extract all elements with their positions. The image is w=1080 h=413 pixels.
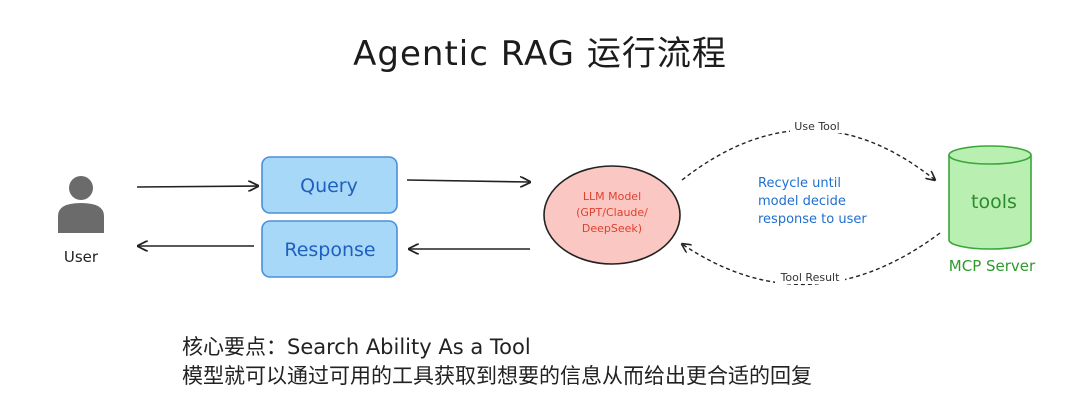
llm-line-2: (GPT/Claude/: [576, 206, 648, 219]
tools-label: tools: [971, 191, 1017, 213]
tools-cylinder: [948, 145, 1032, 250]
tool-result-label: Tool Result: [780, 271, 841, 284]
use-tool-label-bg: [790, 119, 844, 133]
arrow-tool-result: [682, 232, 941, 285]
mcp-server-label: MCP Server: [949, 257, 1036, 275]
user-label: User: [64, 248, 99, 266]
loop-note-line-3: response to user: [758, 212, 867, 227]
query-box: [261, 156, 398, 214]
llm-line-3: DeepSeek): [582, 222, 642, 235]
footer-line-1: 核心要点：Search Ability As a Tool: [182, 335, 531, 359]
footer-notes: 核心要点：Search Ability As a Tool 模型就可以通过可用的…: [182, 333, 812, 391]
footer-line-2: 模型就可以通过可用的工具获取到想要的信息从而给出更合适的回复: [182, 364, 812, 388]
llm-model-node: [543, 165, 681, 265]
use-tool-label: Use Tool: [794, 120, 839, 133]
query-label: Query: [300, 175, 358, 197]
loop-note-line-1: Recycle until: [758, 176, 841, 191]
response-box: [261, 220, 398, 278]
response-label: Response: [284, 239, 375, 261]
llm-line-1: LLM Model: [583, 190, 641, 203]
tool-result-label-bg: [775, 270, 845, 284]
arrow-use-tool: [681, 129, 935, 180]
loop-note-line-2: model decide: [758, 194, 846, 209]
page-title: Agentic RAG 运行流程: [353, 34, 727, 74]
user-icon: [58, 176, 104, 233]
arrow-user-to-query: [136, 186, 258, 187]
arrow-query-to-llm: [406, 180, 530, 182]
